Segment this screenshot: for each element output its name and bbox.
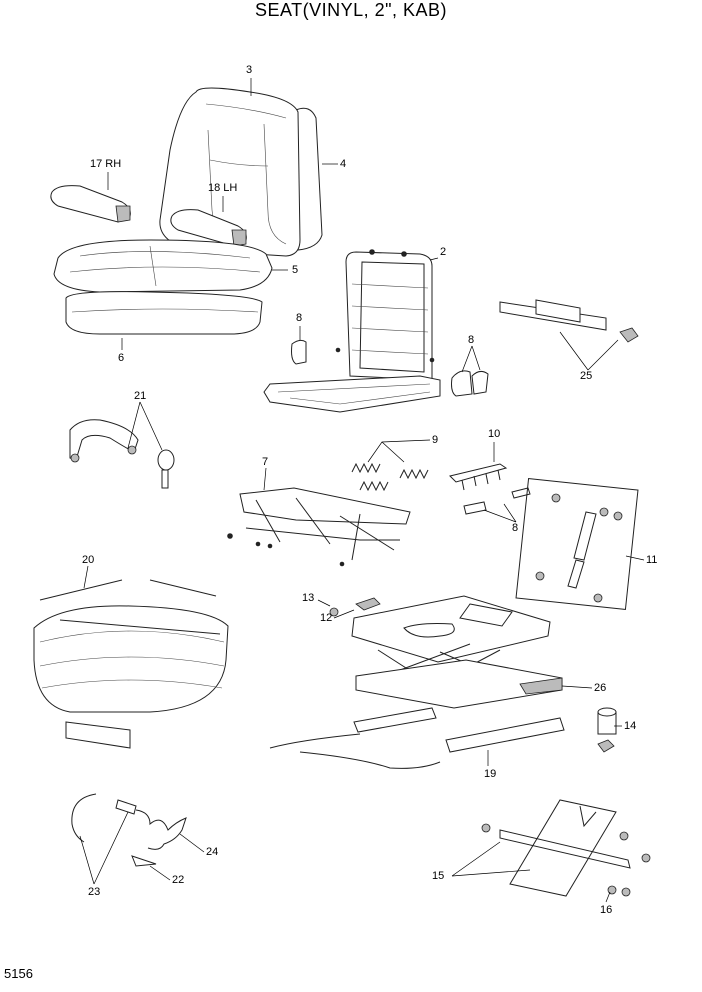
latch-part [449, 463, 531, 515]
scissor-arm-part [481, 799, 651, 897]
callout-17-rh: 17 RH [90, 158, 122, 170]
damper-part [515, 478, 639, 610]
callout-16: 16 [600, 904, 613, 916]
leader-lines [79, 78, 645, 903]
bump-stop-part [597, 707, 617, 753]
callout-2: 2 [440, 246, 447, 258]
callout-15: 15 [432, 870, 445, 882]
bracket-part [329, 597, 381, 617]
diagram-title: SEAT(VINYL, 2", KAB) [254, 0, 448, 20]
callout-14: 14 [624, 720, 637, 732]
release-strap-part [69, 419, 175, 489]
armrest-rh-part [50, 185, 131, 223]
callout-6: 6 [118, 352, 125, 364]
seat-cushion-part [53, 239, 273, 293]
seat-cushion-base-part [65, 291, 263, 335]
callout-10: 10 [488, 428, 501, 440]
callout-25: 25 [580, 370, 593, 382]
callout-7: 7 [262, 456, 269, 468]
callout-8-right: 8 [468, 334, 475, 346]
wiring-part [71, 793, 187, 867]
adjust-bar-part [499, 299, 639, 343]
springs-part [351, 462, 429, 492]
callout-13: 13 [302, 592, 315, 604]
callout-19: 19 [484, 768, 497, 780]
side-cover-right-part [451, 370, 489, 397]
bellows-part [33, 579, 229, 749]
lower-slide-rail-part [269, 707, 565, 769]
callout-3: 3 [246, 64, 253, 76]
callout-18-lh: 18 LH [208, 182, 238, 194]
callout-26: 26 [594, 682, 607, 694]
side-cover-left-part [291, 339, 307, 365]
callout-9: 9 [432, 434, 439, 446]
callout-24: 24 [206, 846, 219, 858]
callout-20: 20 [82, 554, 95, 566]
callout-5: 5 [292, 264, 299, 276]
callout-12: 12 [320, 612, 333, 624]
callout-11: 11 [646, 554, 658, 566]
suspension-top-plate-part [351, 595, 551, 663]
callout-4: 4 [340, 158, 347, 170]
callout-8-left: 8 [296, 312, 303, 324]
callout-21: 21 [134, 390, 147, 402]
callout-8-latch: 8 [512, 522, 519, 534]
callout-22: 22 [172, 874, 185, 886]
page-number: 5156 [4, 966, 33, 981]
callout-23: 23 [88, 886, 101, 898]
scissor-base-part [355, 643, 563, 709]
slide-rail-part [227, 487, 411, 567]
armrest-lh-part [170, 209, 247, 247]
seat-frame-part [263, 249, 441, 413]
